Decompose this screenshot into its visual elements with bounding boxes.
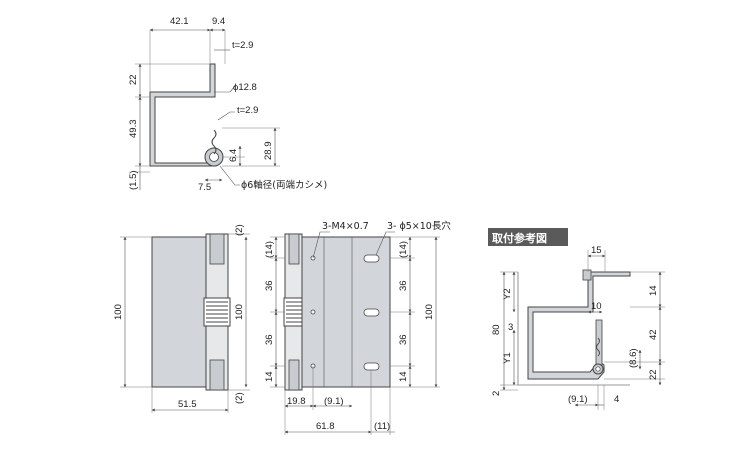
- dim-total-width: 61.8: [316, 421, 335, 432]
- spring-coil-front: [206, 301, 228, 323]
- dim-pitch2-right: 36: [398, 334, 409, 345]
- dim-tail: (11): [374, 421, 390, 432]
- dim-knuckle-height: 28.9: [263, 142, 274, 161]
- leaf-plate: [151, 236, 211, 388]
- dim-leaf-width: 51.5: [178, 399, 197, 410]
- dim-offset-b: (9.1): [324, 396, 344, 407]
- dim-pitch2-left: 36: [264, 334, 275, 345]
- dim-front-height-right: 100: [234, 304, 245, 320]
- dim-knuckle-center: 6.4: [228, 149, 239, 162]
- mount-bracket: [527, 271, 631, 380]
- dim-top-offset: 9.4: [212, 16, 225, 27]
- slot-3: [363, 362, 380, 371]
- hole-view: 3-M4×0.7 3- ϕ5×10長穴 (14) 36 36 14 (14) 3…: [264, 220, 451, 435]
- dim-lower-height: 49.3: [128, 120, 139, 139]
- reference-title-bg: [488, 228, 568, 246]
- dim-offset-a: 19.8: [287, 396, 306, 407]
- note-slots: 3- ϕ5×10長穴: [387, 220, 451, 232]
- dim-upper-height: 22: [128, 74, 139, 85]
- ref-dim-bottom: 22: [648, 369, 659, 380]
- ref-dim-y1: Y1: [502, 352, 513, 364]
- dim-gap-bottom: (2): [234, 392, 245, 404]
- dim-thickness-top: t=2.9: [232, 40, 253, 51]
- tap-hole-2: [310, 309, 316, 315]
- dim-pin-offset: 7.5: [198, 182, 211, 193]
- front-view: 100 100 (2) (2) 51.5: [113, 224, 250, 413]
- dim-top-margin-left: (14): [264, 241, 275, 258]
- ref-dim-y2: Y2: [502, 288, 513, 300]
- dim-pitch1-left: 36: [264, 280, 275, 291]
- ref-dim-top-width: 15: [591, 245, 602, 256]
- mounting-reference: 取付参考図 15 14 Y2 Y1 10: [488, 228, 665, 410]
- dim-top-width: 42.1: [170, 16, 189, 27]
- reference-title: 取付参考図: [492, 231, 547, 245]
- dim-front-height-left: 100: [113, 304, 124, 320]
- mount-plate: [595, 319, 603, 369]
- slot-1: [363, 254, 380, 263]
- side-profile-view: 42.1 9.4 t=2.9 ϕ12.8 t=2.9 22 49.3 28.9 …: [128, 16, 327, 193]
- dim-pitch1-right: 36: [398, 280, 409, 291]
- ref-dim-right-top: 14: [648, 285, 659, 296]
- spring-coil: [211, 129, 217, 155]
- pin-shaft: [209, 152, 219, 162]
- dim-pin-dia: ϕ12.8: [233, 82, 257, 93]
- dim-hole-view-height: 100: [424, 304, 435, 320]
- note-shaft: ϕ6軸径(両端カシメ): [241, 179, 327, 191]
- dim-bottom-right: 14: [398, 371, 409, 382]
- ref-dim-mid: 42: [648, 329, 659, 340]
- dim-thickness-mid: t=2.9: [237, 105, 258, 116]
- note-tap-holes: 3-M4×0.7: [322, 221, 369, 232]
- slot-2: [363, 308, 380, 317]
- dim-gap-top: (2): [234, 224, 245, 236]
- dim-bottom-gap: (1.5): [128, 170, 139, 190]
- ref-dim-knuckle: (8.6): [628, 348, 639, 368]
- ref-dim-two: 2: [491, 391, 502, 396]
- dim-top-margin-right: (14): [398, 241, 409, 258]
- ref-dim-gap: 10: [591, 301, 602, 312]
- ref-dim-four: 4: [614, 394, 619, 405]
- ref-dim-three: 3: [508, 322, 513, 333]
- dim-bottom-left: 14: [264, 371, 275, 382]
- ref-dim-offset: (9.1): [568, 394, 588, 405]
- frame-outline: [517, 272, 630, 386]
- spring-window: [203, 297, 231, 327]
- ref-dim-total: 80: [491, 324, 502, 335]
